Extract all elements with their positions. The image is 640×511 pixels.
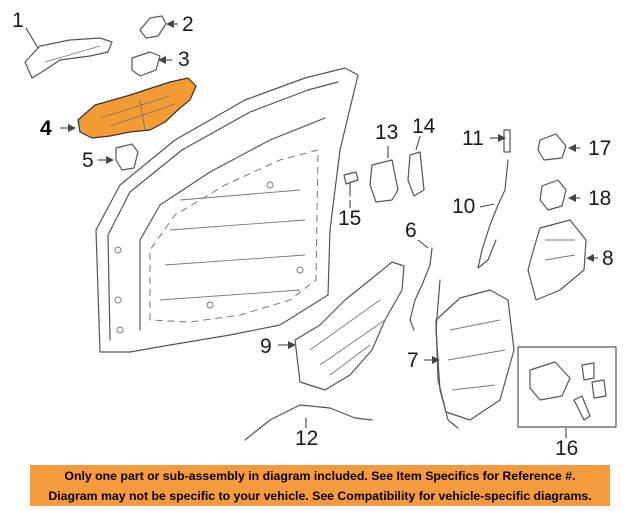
lock-assembly-7 bbox=[435, 279, 515, 429]
rod-11 bbox=[503, 129, 511, 153]
callout-3: 3 bbox=[178, 48, 190, 71]
callout-8: 8 bbox=[602, 247, 614, 270]
disclaimer-banner: Only one part or sub-assembly in diagram… bbox=[30, 465, 610, 506]
rod-10 bbox=[477, 159, 509, 269]
kit-box-16 bbox=[517, 346, 617, 428]
callout-12: 12 bbox=[295, 427, 319, 450]
handle-cap bbox=[139, 15, 167, 39]
outside-handle bbox=[24, 37, 113, 79]
exploded-parts-illustration bbox=[24, 15, 617, 441]
callout-2: 2 bbox=[182, 13, 194, 36]
leader-lines bbox=[25, 20, 598, 438]
callout-10: 10 bbox=[452, 195, 476, 218]
callout-7: 7 bbox=[407, 349, 419, 372]
actuator-17 bbox=[537, 133, 567, 161]
callout-15: 15 bbox=[338, 207, 362, 230]
disclaimer-line-2: Diagram may not be specific to your vehi… bbox=[48, 489, 592, 503]
callout-6: 6 bbox=[405, 219, 417, 242]
callout-13: 13 bbox=[375, 121, 399, 144]
callout-18: 18 bbox=[588, 187, 612, 210]
disclaimer-line-1: Only one part or sub-assembly in diagram… bbox=[64, 469, 576, 483]
callout-1: 1 bbox=[12, 9, 24, 32]
callout-14: 14 bbox=[412, 115, 436, 138]
striker-13 bbox=[369, 159, 399, 203]
actuator-18 bbox=[539, 179, 567, 211]
callout-16: 16 bbox=[555, 437, 579, 460]
inner-module-9 bbox=[294, 261, 405, 391]
callout-4: 4 bbox=[40, 117, 52, 140]
handle-reinforcement-highlighted bbox=[77, 77, 197, 139]
clip bbox=[115, 143, 139, 171]
callout-17: 17 bbox=[588, 137, 612, 160]
handle-bracket bbox=[131, 51, 161, 77]
bolt-15 bbox=[343, 171, 359, 197]
callout-5: 5 bbox=[82, 149, 94, 172]
cable-12 bbox=[244, 404, 373, 441]
callout-9: 9 bbox=[260, 335, 272, 358]
callout-11: 11 bbox=[462, 127, 484, 150]
striker-14 bbox=[407, 151, 425, 197]
latch-8 bbox=[527, 219, 587, 301]
door-frame bbox=[95, 67, 359, 353]
rod-6 bbox=[409, 247, 433, 331]
